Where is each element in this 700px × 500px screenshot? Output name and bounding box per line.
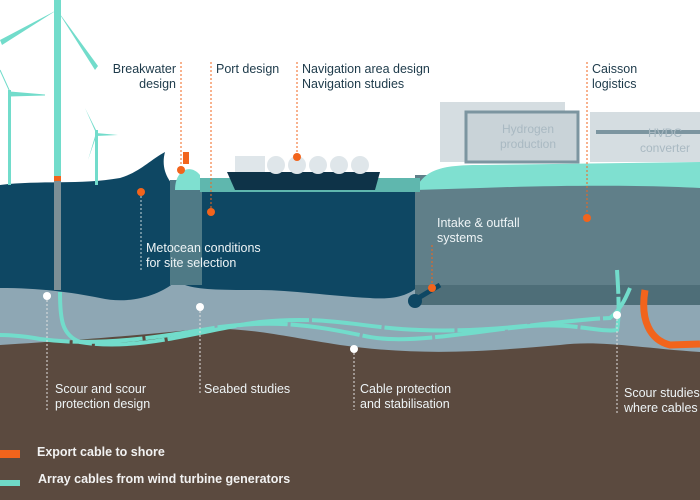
- label-line: Navigation studies: [302, 77, 405, 91]
- callout-dots: [43, 153, 621, 353]
- building-label-hvdc: HVDC converter: [615, 126, 700, 156]
- wind-turbine-icon: [0, 69, 46, 185]
- ship-tank: [288, 156, 306, 174]
- label-scour-studies: Scour studies where cables: [624, 386, 700, 416]
- ship-tank: [330, 156, 348, 174]
- label-line: HVDC: [647, 126, 682, 140]
- ship-tank: [309, 156, 327, 174]
- lighthouse-icon: [183, 152, 189, 164]
- land-base: [415, 285, 700, 305]
- label-line: Scour and scour: [55, 382, 147, 396]
- label-line: production: [499, 137, 557, 151]
- label-line: for site selection: [146, 256, 237, 270]
- legend-label: Array cables from wind turbine generator…: [38, 472, 291, 486]
- label-navigation: Navigation area design Navigation studie…: [302, 62, 430, 92]
- label-metocean: Metocean conditions for site selection: [146, 241, 261, 271]
- label-line: Navigation area design: [302, 62, 430, 76]
- breakwater-mound: [175, 169, 200, 190]
- legend-label: Export cable to shore: [37, 445, 165, 459]
- label-line: where cables: [624, 401, 698, 415]
- label-line: Cable protection: [360, 382, 452, 396]
- reclaimed-land: [415, 175, 700, 305]
- wind-turbine-icon: [85, 108, 118, 185]
- wind-turbine-icon: [0, 0, 98, 290]
- label-line: Intake & outfall: [437, 216, 520, 230]
- legend-swatch-teal: [0, 480, 20, 486]
- label-line: design: [139, 77, 176, 91]
- building-label-hydrogen: Hydrogen production: [478, 122, 578, 152]
- label-line: converter: [639, 141, 691, 155]
- label-cable-protection: Cable protection and stabilisation: [360, 382, 451, 412]
- label-line: Metocean conditions: [146, 241, 261, 255]
- ship-bridge: [235, 156, 265, 172]
- legend-swatch-orange: [0, 450, 20, 458]
- label-line: Hydrogen: [501, 122, 555, 136]
- intake-head: [408, 294, 422, 308]
- ship-tank: [267, 156, 285, 174]
- hvdc-building: [590, 112, 700, 162]
- breakwater-pillar: [170, 180, 202, 285]
- water-body: [0, 152, 420, 301]
- label-line: systems: [437, 231, 483, 245]
- hydrogen-building-front: [464, 110, 580, 164]
- label-line: Breakwater: [112, 62, 176, 76]
- export-cable: [640, 289, 700, 349]
- label-scour-protection: Scour and scour protection design: [55, 382, 150, 412]
- ship-tank: [351, 156, 369, 174]
- land-surface: [415, 162, 700, 190]
- label-intake-outfall: Intake & outfall systems: [437, 216, 520, 246]
- label-line: Caisson: [592, 62, 638, 76]
- label-line: protection design: [55, 397, 151, 411]
- lng-ship-icon: [227, 172, 380, 190]
- label-breakwater-design: Breakwater design: [113, 62, 176, 92]
- label-line: Scour studies: [624, 386, 700, 400]
- label-seabed-studies: Seabed studies: [204, 382, 291, 396]
- label-caisson-logistics: Caisson logistics: [592, 62, 637, 92]
- hvdc-roof-line: [596, 130, 700, 134]
- array-cable: [0, 269, 621, 344]
- label-line: and stabilisation: [360, 397, 450, 411]
- soil-layer: [0, 320, 700, 500]
- label-line: logistics: [592, 77, 637, 91]
- label-port-design: Port design: [216, 62, 280, 76]
